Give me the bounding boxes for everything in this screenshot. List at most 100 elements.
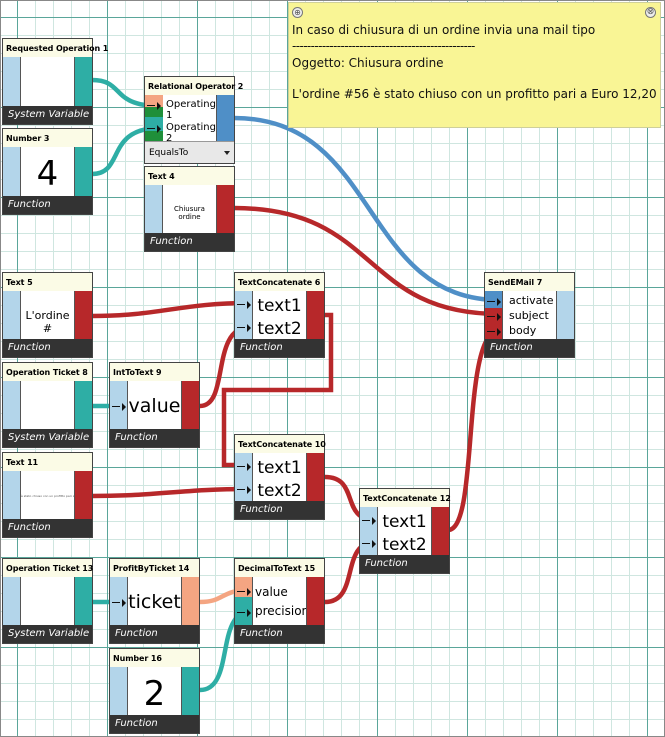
input-label-text1: text1 (257, 458, 302, 478)
number-value[interactable]: 2 (128, 667, 181, 715)
arrow-icon (362, 517, 376, 525)
input-label-text1: text1 (257, 296, 302, 316)
node-requested-operation-1[interactable]: Requested Operation 1 System Variable (2, 38, 108, 125)
chevron-down-icon[interactable] (224, 151, 230, 155)
output-port[interactable] (74, 577, 92, 625)
input-label-operating1: Operating 1 (166, 99, 216, 121)
operator-select[interactable]: EqualsTo (145, 141, 234, 163)
input-label-activate: activate (509, 294, 554, 307)
node-decimaltotext-15[interactable]: DecimalToText 15 value precision Functio… (234, 558, 325, 644)
arrow-icon (487, 313, 501, 321)
node-footer: Function (360, 555, 449, 573)
node-text-5[interactable]: Text 5 L'ordine # Function (2, 272, 93, 358)
sticky-note[interactable]: ⊕ ⊗ In caso di chiusura di un ordine inv… (288, 2, 661, 128)
node-title: TextConcatenate 6 (235, 273, 324, 291)
node-title: Number 16 (110, 649, 199, 667)
left-bar (145, 185, 163, 233)
left-bar (3, 291, 21, 339)
text-value[interactable]: è stato chiuso con un profitto pari a Eu… (21, 471, 82, 519)
output-port[interactable] (181, 667, 199, 715)
node-number-3[interactable]: Number 3 4 Function (2, 128, 93, 215)
wire-concat6-to-concat10-text1 (221, 312, 334, 468)
number-value[interactable]: 4 (21, 147, 74, 196)
node-body: activate subject body (503, 291, 556, 339)
left-bar (110, 667, 128, 715)
output-port[interactable] (181, 381, 199, 429)
input-label-subject: subject (509, 309, 549, 322)
input-port-2-type (145, 131, 163, 141)
move-icon[interactable]: ⊕ (292, 7, 303, 18)
node-body (21, 577, 74, 625)
output-port[interactable] (216, 185, 234, 233)
node-text-11[interactable]: Text 11 è stato chiuso con un profitto p… (2, 452, 93, 538)
node-footer: Function (235, 501, 324, 519)
node-footer: System Variable (3, 429, 92, 447)
node-sendemail-7[interactable]: SendEMail 7 activate subject body Functi… (484, 272, 575, 358)
output-port[interactable] (216, 95, 234, 141)
input-ports (235, 577, 253, 627)
input-port[interactable] (110, 577, 128, 625)
arrow-icon (237, 324, 251, 332)
node-title: DecimalToText 15 (235, 559, 324, 577)
node-relational-operator-2[interactable]: Relational Operator 2 Operating 1 Operat… (144, 76, 243, 164)
node-operation-ticket-8[interactable]: Operation Ticket 8 System Variable (2, 362, 93, 448)
input-label-text2: text2 (382, 535, 427, 555)
output-port[interactable] (74, 471, 92, 519)
output-port[interactable] (306, 577, 324, 625)
left-bar (3, 381, 21, 429)
output-port[interactable] (306, 453, 324, 501)
input-label-text2: text2 (257, 319, 302, 339)
input-port-1-type (145, 107, 163, 117)
text-value[interactable]: L'ordine # (21, 291, 74, 339)
node-body: text1 text2 (253, 453, 306, 501)
output-port[interactable] (74, 381, 92, 429)
node-title: IntToText 9 (110, 363, 199, 381)
node-profitbyticket-14[interactable]: ProfitByTicket 14 ticket Function (109, 558, 200, 644)
input-label-ticket: ticket (128, 577, 181, 625)
arrow-icon (112, 403, 126, 411)
input-label-body: body (509, 324, 537, 337)
arrow-icon (237, 301, 251, 309)
node-operation-ticket-13[interactable]: Operation Ticket 13 System Variable (2, 558, 93, 644)
arrow-icon (487, 298, 501, 306)
node-footer: Function (3, 519, 92, 537)
note-line-3: Oggetto: Chiusura ordine (292, 56, 444, 70)
output-port[interactable] (74, 291, 92, 339)
output-port[interactable] (74, 147, 92, 196)
node-textconcatenate-12[interactable]: TextConcatenate 12 text1 text2 Function (359, 488, 451, 574)
input-port[interactable] (110, 381, 128, 429)
output-port[interactable] (181, 577, 199, 625)
node-body (21, 381, 74, 429)
close-icon[interactable]: ⊗ (645, 7, 656, 18)
note-line-4: L'ordine #56 è stato chiuso con un profi… (292, 87, 657, 101)
input-labels: Operating 1 Operating 2 (164, 95, 217, 144)
note-line-2: ----------------------------------------… (292, 39, 475, 53)
node-inttotext-9[interactable]: IntToText 9 value Function (109, 362, 200, 448)
node-body: value precision (253, 577, 309, 625)
node-footer: Function (110, 625, 199, 643)
node-title: Number 3 (3, 129, 92, 147)
arrow-icon (237, 463, 251, 471)
node-textconcatenate-6[interactable]: TextConcatenate 6 text1 text2 Function (234, 272, 325, 358)
wire-concat12-to-body (445, 327, 503, 533)
output-port[interactable] (556, 291, 574, 339)
text-value[interactable]: Chiusura ordine (163, 185, 216, 233)
node-title: TextConcatenate 12 (360, 489, 451, 507)
node-text-4[interactable]: Text 4 Chiusura ordine Function (144, 166, 235, 252)
node-title: Operation Ticket 13 (3, 559, 93, 577)
input-label-value: value (128, 381, 181, 429)
left-bar (3, 147, 21, 196)
output-port[interactable] (431, 507, 449, 555)
input-label-value: value (255, 585, 288, 599)
wire-relational-to-activate (231, 115, 503, 303)
node-number-16[interactable]: Number 16 2 Function (109, 648, 200, 734)
arrow-icon (237, 486, 251, 494)
output-port[interactable] (306, 291, 324, 339)
left-bar (3, 57, 21, 106)
output-port[interactable] (74, 57, 92, 106)
arrow-icon (237, 609, 251, 617)
input-label-operating2: Operating 2 (166, 122, 216, 144)
node-title: Operation Ticket 8 (3, 363, 92, 381)
node-title: Relational Operator 2 (145, 77, 243, 95)
node-textconcatenate-10[interactable]: TextConcatenate 10 text1 text2 Function (234, 434, 326, 520)
